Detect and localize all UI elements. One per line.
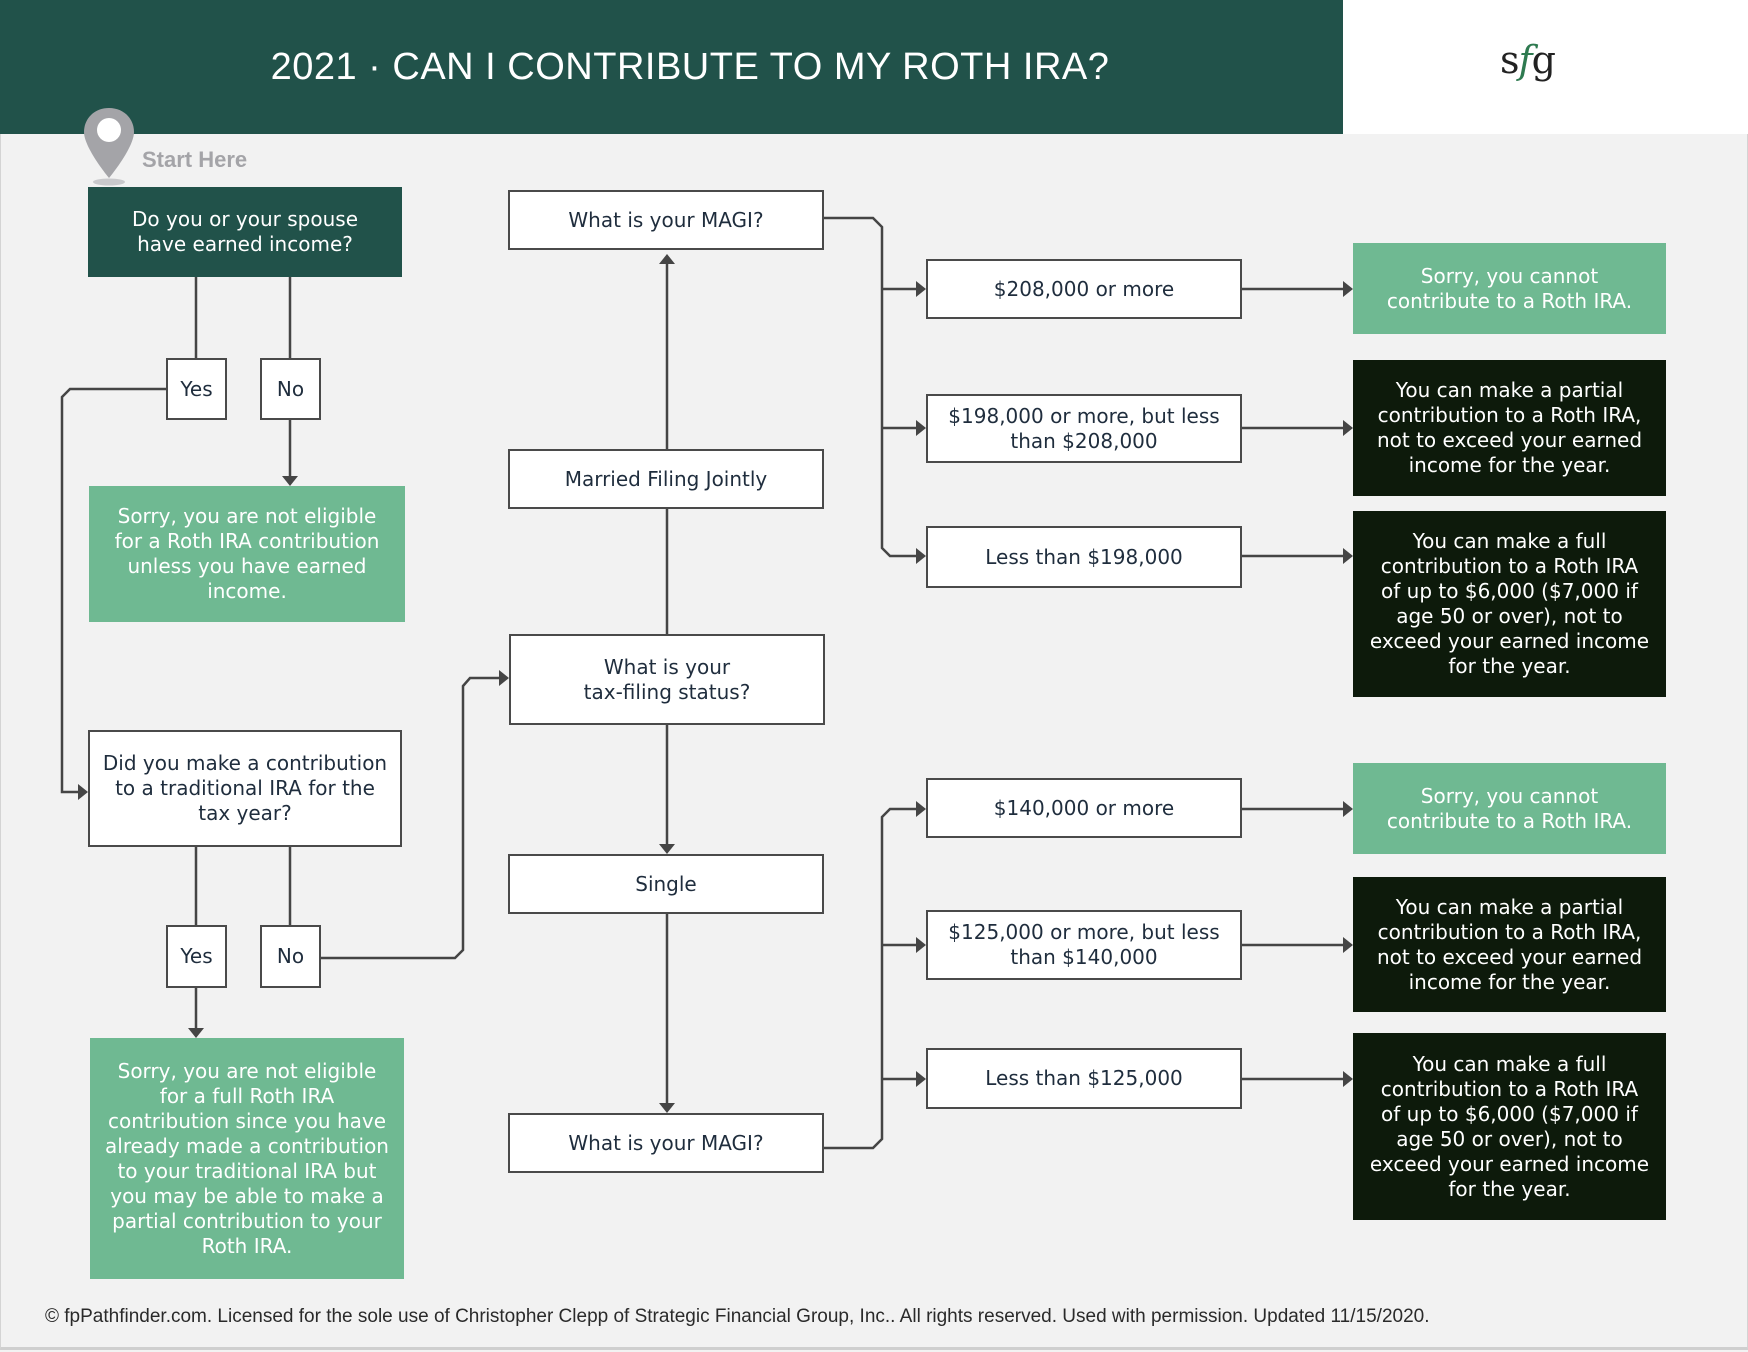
outcome-no-earned-income: Sorry, you are not eligible for a Roth I… [89,486,405,622]
footer-copyright: © fpPathfinder.com. Licensed for the sol… [45,1306,1430,1327]
answer-yes-label: Yes [180,376,213,401]
threshold-label: $208,000 or more [993,276,1175,301]
outcome-mfj-cannot: Sorry, you cannot contribute to a Roth I… [1353,243,1666,334]
answer-no-label: No [276,376,305,401]
threshold-mfj-high[interactable]: $208,000 or more [926,259,1242,319]
sfg-logo: sfg [1500,38,1556,82]
threshold-single-low[interactable]: Less than $125,000 [926,1048,1242,1109]
outcome-text: You can make a partial contribution to a… [1376,378,1643,477]
logo-panel [1343,0,1748,134]
outcome-text: Sorry, you cannot contribute to a Roth I… [1386,783,1633,833]
answer-no-traditional[interactable]: No [260,925,321,988]
status-married-filing-jointly[interactable]: Married Filing Jointly [508,449,824,509]
threshold-label: Less than $125,000 [985,1066,1183,1090]
outcome-text: Sorry, you cannot contribute to a Roth I… [1386,263,1633,313]
threshold-mfj-mid[interactable]: $198,000 or more, but less than $208,000 [926,394,1242,463]
threshold-label: Less than $198,000 [985,544,1183,569]
answer-no-earned-income[interactable]: No [260,358,321,420]
map-pin-icon [84,108,134,186]
threshold-single-mid[interactable]: $125,000 or more, but less than $140,000 [926,910,1242,980]
outcome-text: You can make a full contribution to a Ro… [1369,1051,1650,1201]
outcome-single-full: You can make a full contribution to a Ro… [1353,1033,1666,1220]
question-traditional-ira: Did you make a contribution to a traditi… [88,730,402,847]
question-traditional-ira-text: Did you make a contribution to a traditi… [102,751,388,825]
question-filing-status: What is your tax-filing status? [509,634,825,725]
question-magi-text: What is your MAGI? [568,1130,764,1155]
question-filing-status-text: What is your tax-filing status? [583,654,751,704]
threshold-label: $198,000 or more, but less than $208,000 [948,403,1220,453]
start-here-label: Start Here [142,147,248,172]
answer-yes-label: Yes [180,944,213,968]
status-label: Single [635,871,697,896]
threshold-label: $140,000 or more [993,795,1175,820]
outcome-mfj-partial: You can make a partial contribution to a… [1353,360,1666,496]
outcome-mfj-full: You can make a full contribution to a Ro… [1353,511,1666,697]
page-title: 2021 · CAN I CONTRIBUTE TO MY ROTH IRA? [270,46,1110,88]
answer-no-label: No [276,944,305,968]
logo-s: s [1500,38,1519,82]
outcome-text: Sorry, you are not eligible for a Roth I… [114,504,380,603]
outcome-text: You can make a full contribution to a Ro… [1369,529,1650,678]
status-label: Married Filing Jointly [564,466,768,491]
question-earned-income: Do you or your spouse have earned income… [88,187,402,277]
outcome-single-partial: You can make a partial contribution to a… [1353,877,1666,1012]
question-magi-single: What is your MAGI? [508,1113,824,1173]
threshold-label: $125,000 or more, but less than $140,000 [948,920,1220,969]
logo-g: g [1531,38,1556,82]
logo-f: f [1518,38,1533,82]
status-single[interactable]: Single [508,854,824,914]
threshold-single-high[interactable]: $140,000 or more [926,778,1242,838]
question-magi-mfj: What is your MAGI? [508,190,824,250]
answer-yes-earned-income[interactable]: Yes [166,358,227,420]
question-earned-income-text: Do you or your spouse have earned income… [132,207,358,256]
outcome-text: You can make a partial contribution to a… [1376,894,1643,994]
outcome-text: Sorry, you are not eligible for a full R… [105,1058,389,1258]
threshold-mfj-low[interactable]: Less than $198,000 [926,526,1242,588]
header-bar [0,0,1343,134]
question-magi-text: What is your MAGI? [568,207,764,232]
outcome-single-cannot: Sorry, you cannot contribute to a Roth I… [1353,763,1666,854]
outcome-traditional-contribution: Sorry, you are not eligible for a full R… [90,1038,404,1279]
answer-yes-traditional[interactable]: Yes [166,925,227,988]
